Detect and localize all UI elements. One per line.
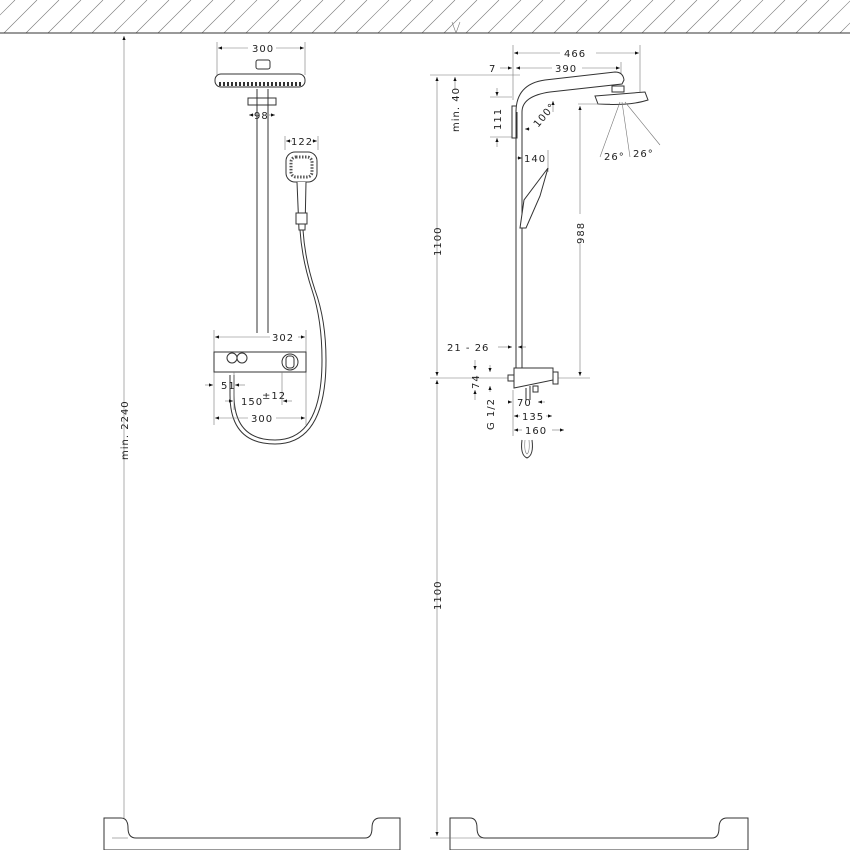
side-thermostat-body: [513, 367, 554, 389]
side-shower-head: [594, 91, 649, 105]
hatch-line: [575, 0, 610, 33]
hatch-line: [641, 0, 676, 33]
hatch-line: [289, 0, 324, 33]
hatch-line: [377, 0, 412, 33]
head-connector: [255, 59, 271, 70]
hatch-line: [47, 0, 82, 33]
spray-angle-2-label: 26°: [633, 149, 654, 160]
hatch-line: [179, 0, 214, 33]
wall-distance-label: 21 - 26: [447, 343, 489, 354]
inlet-tolerance-label: ±12: [262, 391, 286, 402]
wall-gap-label: 7: [489, 64, 496, 75]
thermostat-height-label: 74: [471, 374, 482, 389]
hatch-line: [487, 0, 522, 33]
depth-160-label: 160: [525, 426, 547, 437]
hand-shower-head: [285, 151, 318, 183]
hatch-line: [245, 0, 280, 33]
hatch-line: [421, 0, 456, 33]
ceiling-hatch: [0, 0, 850, 33]
hatch-line: [267, 0, 302, 33]
hatch-line: [465, 0, 500, 33]
button-2: [236, 352, 248, 364]
hatch-line: [201, 0, 236, 33]
hatch-line: [773, 0, 808, 33]
hatch-line: [399, 0, 434, 33]
hatch-line: [333, 0, 368, 33]
hatch-line: [707, 0, 742, 33]
hatch-line: [443, 0, 478, 33]
hatch-line: [839, 22, 850, 33]
hatch-line: [597, 0, 632, 33]
upper-height-label: 1100: [433, 227, 444, 256]
hatch-line: [355, 0, 390, 33]
side-hand-shower: [519, 167, 549, 229]
hatch-line: [685, 0, 720, 33]
hatch-line: [69, 0, 104, 33]
head-height-label: 988: [576, 222, 587, 244]
hatch-line: [157, 0, 192, 33]
hatch-line: [531, 0, 566, 33]
side-view: 466 7 390 1100 1100 min. 40 111 100° 26°…: [430, 45, 661, 836]
arm-reach-label: 390: [555, 64, 577, 75]
inlet-spacing-label: 150: [241, 397, 263, 408]
front-view: 300 98 122 302 51 15: [205, 42, 327, 445]
projection-total-label: 466: [564, 49, 586, 60]
hatch-line: [311, 0, 346, 33]
hatch-line: [795, 0, 830, 33]
hatch-line: [817, 0, 850, 33]
hand-shower-holder: [295, 212, 308, 225]
lower-height-label: 1100: [433, 581, 444, 610]
inlet-offset-label: 51: [221, 381, 236, 392]
hatch-line: [729, 0, 764, 33]
overhead-shower-head: [214, 73, 306, 88]
bracket-width-label: 98: [254, 111, 269, 122]
angle-label: 100°: [532, 101, 558, 130]
hatch-line: [663, 0, 698, 33]
handshower-reach-label: 140: [524, 154, 546, 165]
total-height-dimension: min. 2240: [120, 36, 131, 836]
hatch-line: [553, 0, 588, 33]
hatch-line: [509, 0, 544, 33]
ceiling-marker: [451, 21, 461, 34]
hatch-line: [135, 0, 170, 33]
base-width-label: 300: [251, 414, 273, 425]
min-40-label: min. 40: [451, 87, 462, 132]
handshower-width-label: 122: [291, 137, 313, 148]
spray-angle-1-label: 26°: [604, 152, 625, 163]
depth-135-label: 135: [522, 412, 544, 423]
bracket-height-label: 111: [493, 108, 504, 130]
depth-70-label: 70: [517, 398, 532, 409]
side-hose: [521, 439, 533, 459]
floor-profile-right: [449, 817, 749, 850]
hatch-line: [3, 0, 38, 33]
hatch-line: [113, 0, 148, 33]
hatch-line: [25, 0, 60, 33]
hatch-line: [751, 0, 786, 33]
total-height-label: min. 2240: [120, 400, 131, 460]
button-1: [226, 352, 238, 364]
head-width-label: 300: [252, 44, 274, 55]
shower-arm: [515, 71, 625, 113]
hatch-line: [0, 0, 16, 16]
hatch-line: [619, 0, 654, 33]
floor-profile-left: [103, 817, 401, 850]
thread-label: G 1/2: [486, 398, 497, 430]
thermostat-width-label: 302: [272, 333, 294, 344]
wall-bracket: [247, 97, 277, 106]
hose: [233, 229, 323, 441]
hatch-line: [91, 0, 126, 33]
hatch-line: [223, 0, 258, 33]
